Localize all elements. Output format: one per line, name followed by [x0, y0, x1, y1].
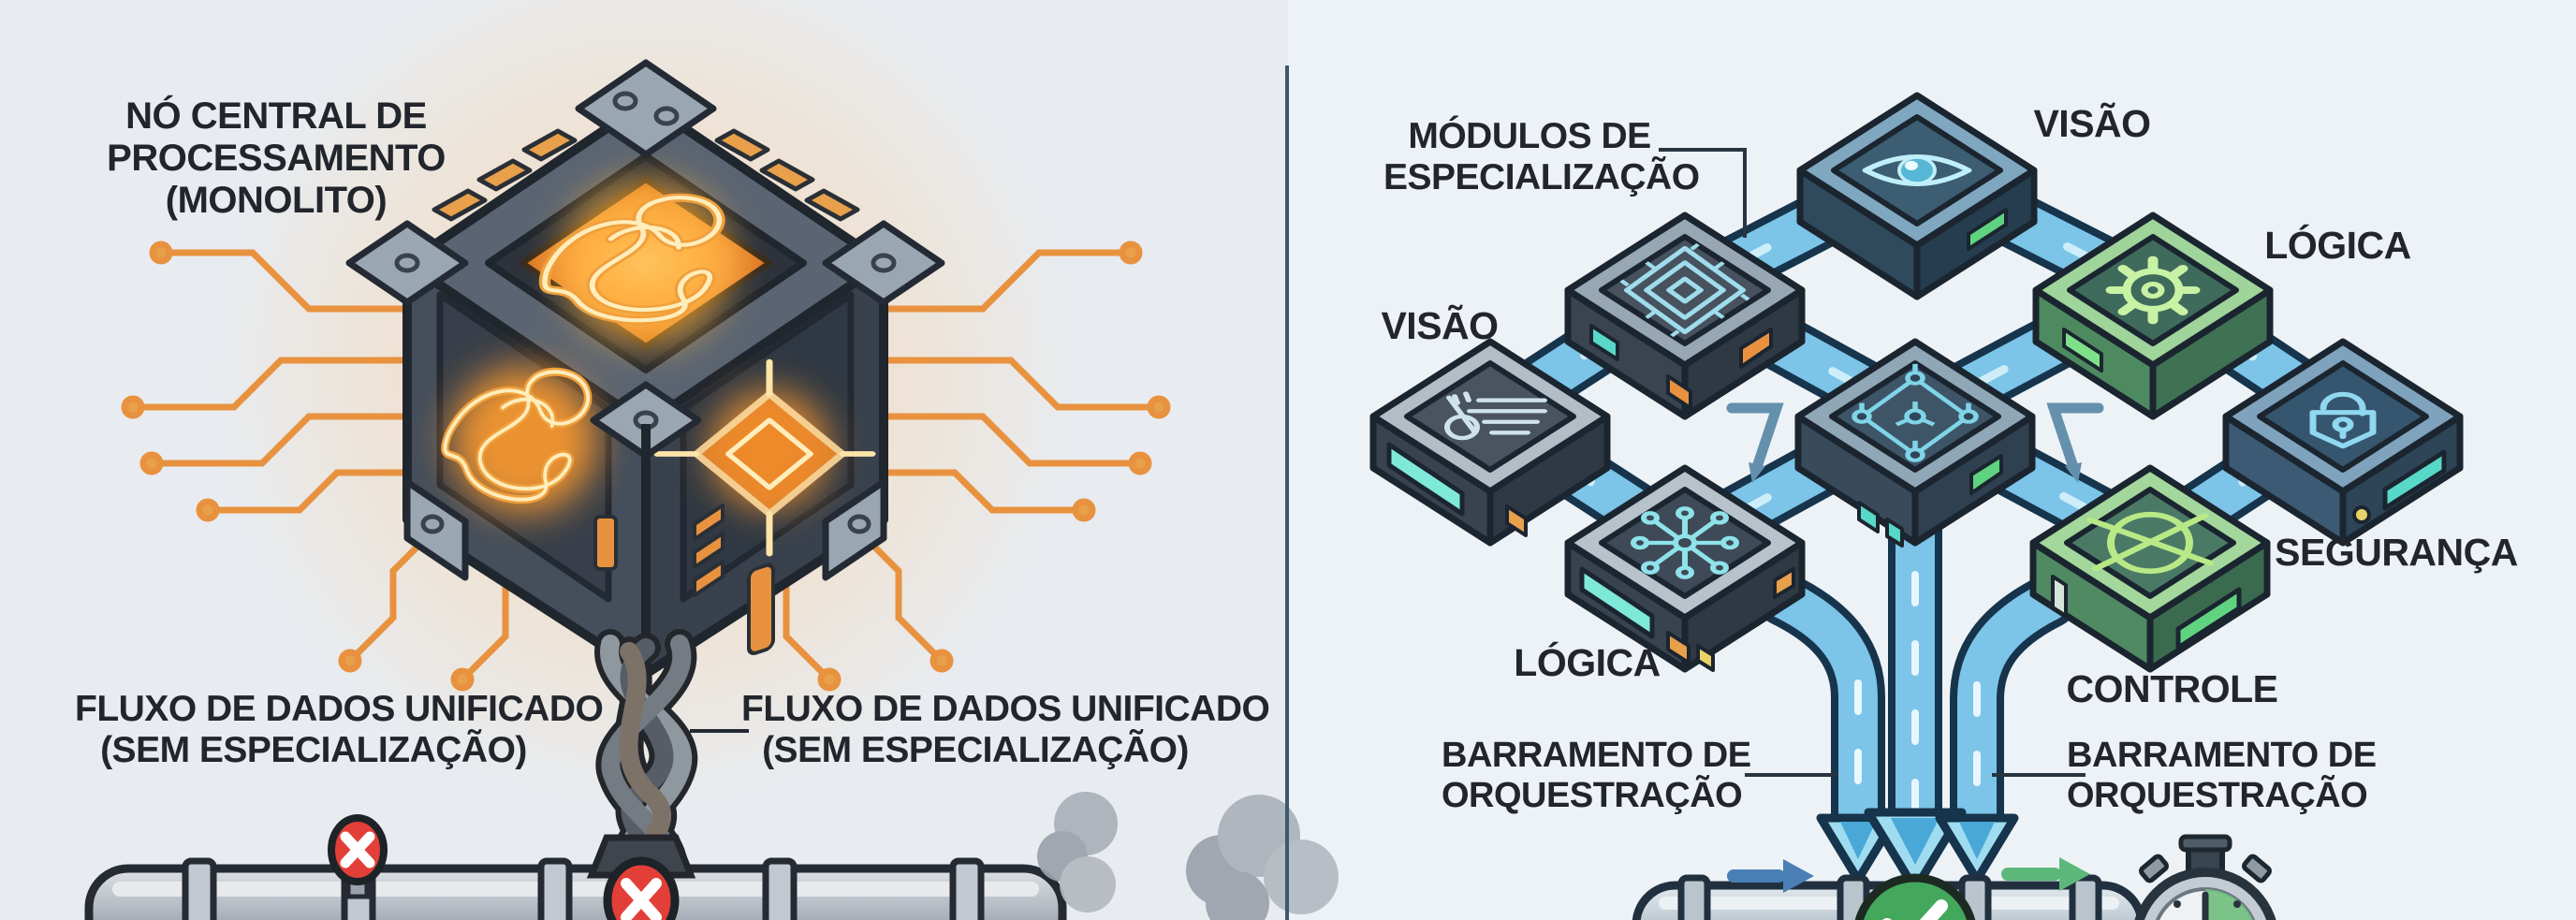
triple-down-arrows-icon — [1816, 808, 2019, 894]
label-vision-top: VISÃO — [2033, 102, 2151, 145]
modules-panel — [1369, 92, 2464, 920]
module-vision-top — [1796, 92, 2038, 300]
orchestration-bus — [1756, 450, 2077, 894]
label-control: CONTROLE — [2066, 667, 2278, 710]
module-logic-top — [2032, 212, 2274, 420]
flow-chevron-arrows — [1726, 402, 2104, 483]
network-icon — [1852, 363, 1979, 462]
orchestration-bus-label-right: BARRAMENTO DE ORQUESTRAÇÃO — [2067, 736, 2377, 815]
sketch-lines-icon — [1444, 391, 1547, 441]
error-badge-center — [603, 856, 680, 920]
chip-icon — [1619, 242, 1750, 338]
gear-icon — [2105, 256, 2201, 325]
error-badge-left — [328, 814, 388, 899]
glowing-chip — [653, 358, 876, 557]
label-pointer-lines — [1659, 148, 2086, 777]
module-vision-left — [1369, 338, 1611, 547]
monolith-panel — [84, 0, 1339, 920]
module-specialization — [1564, 212, 1806, 420]
monolith-node-label: NÓ CENTRAL DE PROCESSAMENTO (MONOLITO) — [103, 95, 449, 221]
label-vision-left: VISÃO — [1381, 304, 1499, 347]
monolith-node-label-line1: NÓ CENTRAL DE — [125, 95, 427, 137]
monolith-pipe — [84, 834, 1067, 920]
module-logic-bottom — [1564, 464, 1806, 673]
orchestrated-pipe — [1632, 834, 2276, 920]
module-center — [1794, 338, 2036, 548]
eye-icon — [1862, 154, 1972, 186]
blue-right-arrow-icon — [1727, 859, 1814, 893]
cable-pipe-junction — [586, 834, 696, 879]
orchestration-bus-label-left: BARRAMENTO DE ORQUESTRAÇÃO — [1442, 736, 1751, 815]
monolith-cube — [345, 59, 945, 679]
label-logic-bottom: LÓGICA — [1514, 641, 1661, 684]
stopwatch-icon — [2134, 834, 2276, 920]
green-right-arrow-icon — [2001, 857, 2090, 891]
unified-flow-label-right: FLUXO DE DADOS UNIFICADO (SEM ESPECIALIZ… — [741, 689, 1270, 770]
module-security — [2222, 338, 2464, 547]
module-control — [2029, 464, 2271, 673]
monolith-node-label-line2: PROCESSAMENTO — [107, 137, 446, 179]
compass-icon — [2086, 511, 2214, 575]
smoke-puffs — [1037, 792, 1339, 920]
lock-icon — [2309, 391, 2377, 449]
green-check-badge-icon — [1854, 873, 1976, 920]
label-security: SEGURANÇA — [2275, 531, 2518, 574]
specialization-modules-label: MÓDULOS DE ESPECIALIZAÇÃO — [1383, 116, 1700, 197]
unified-flow-label-left: FLUXO DE DADOS UNIFICADO (SEM ESPECIALIZ… — [75, 689, 604, 770]
monolith-node-label-line3: (MONOLITO) — [165, 179, 388, 221]
label-logic-top: LÓGICA — [2264, 224, 2411, 267]
hub-spokes-icon — [1631, 506, 1739, 579]
